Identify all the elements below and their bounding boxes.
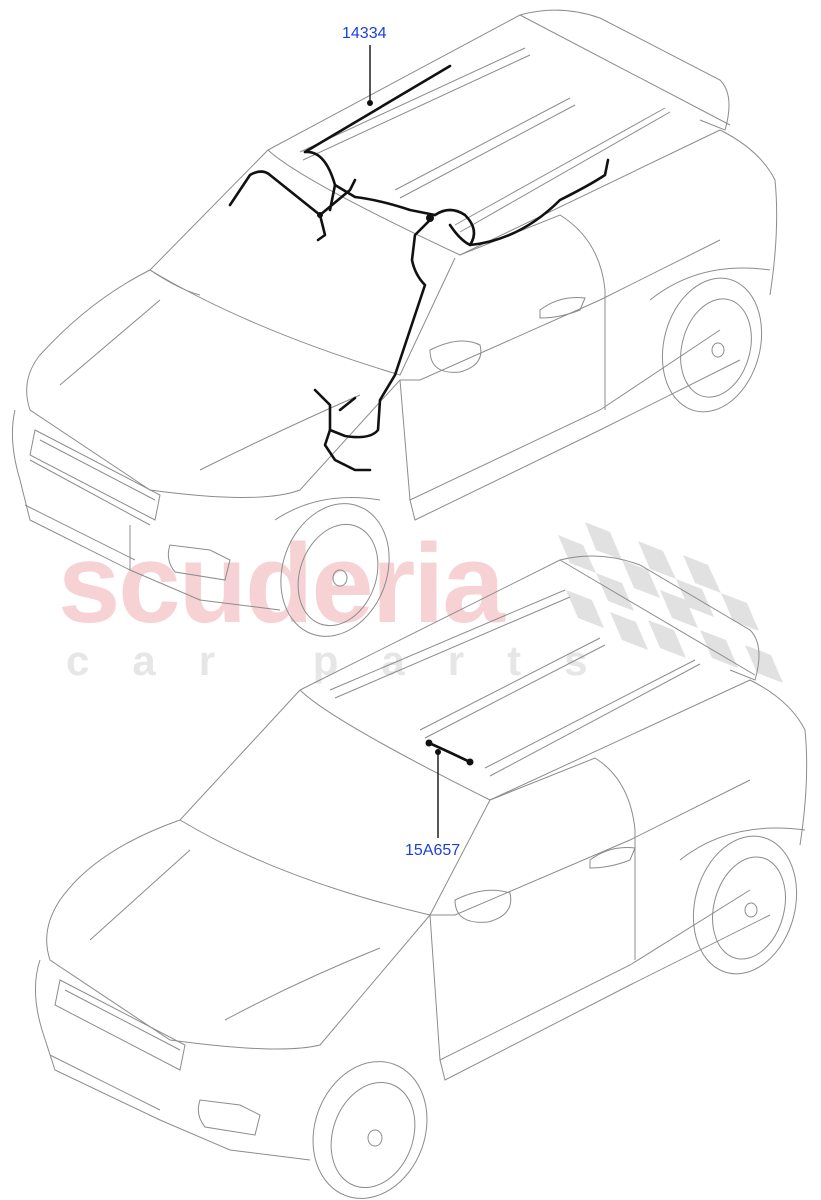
harness-14334 (228, 64, 610, 472)
watermark-brand: scuderia (58, 521, 505, 646)
watermark-tagline: car parts (66, 637, 631, 684)
upper-vehicle-outline (11, 9, 778, 637)
callout-label-14334[interactable]: 14334 (342, 25, 387, 42)
lower-vehicle-outline (34, 555, 808, 1199)
callout-label-15A657[interactable]: 15A657 (405, 842, 461, 859)
